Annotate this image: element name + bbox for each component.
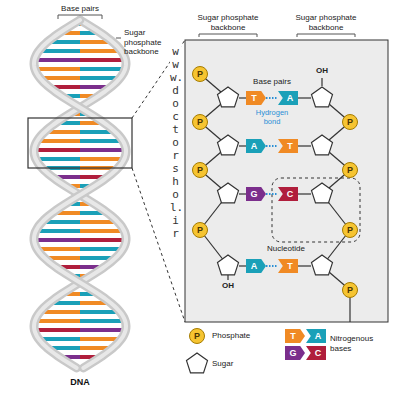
sugar-ring <box>312 255 333 275</box>
hydrogen-bond <box>266 265 278 267</box>
zoom-panel <box>185 40 388 322</box>
phosphate-letter: P <box>347 286 353 295</box>
phosphate-circle: P <box>192 66 208 82</box>
callout-label: Nucleotide <box>254 244 318 254</box>
zoom-box <box>28 118 132 168</box>
hydrogen-bond <box>266 193 278 195</box>
phosphate-circle: P <box>342 282 358 298</box>
legend-text: Phosphate <box>212 331 286 341</box>
nitrogenous-base: G <box>285 346 305 360</box>
phosphate-letter: P <box>194 332 200 341</box>
sugar-ring <box>312 87 333 107</box>
phosphate-letter: P <box>197 70 203 79</box>
base-link <box>298 265 311 266</box>
base-letter: C <box>315 349 322 358</box>
phosphate-letter: P <box>347 166 353 175</box>
helix-strand <box>34 20 126 368</box>
heading-label: Sugar phosphate backbone <box>195 13 261 32</box>
base-letter: T <box>287 262 293 271</box>
nitrogenous-base: C <box>306 346 326 360</box>
base-pair-rung <box>36 229 80 233</box>
end-label: OH <box>216 281 240 291</box>
base-letter: A <box>287 94 294 103</box>
sugar-symbol <box>187 353 208 373</box>
phosphate-letter: P <box>347 118 353 127</box>
base-pair-rung <box>80 58 126 62</box>
base-pair-rung <box>80 328 126 332</box>
nucleotide-box <box>272 178 360 242</box>
base-pair-rung <box>80 319 125 323</box>
callout-label: Base pairs <box>241 77 303 87</box>
base-link <box>239 193 246 194</box>
base-link <box>298 97 311 98</box>
base-link <box>239 265 246 266</box>
legend-text: Nitrogenous bases <box>330 334 392 353</box>
bracket <box>297 34 355 37</box>
nitrogenous-base: A <box>306 329 326 343</box>
callout-label: Hydrogen bond <box>250 108 294 126</box>
base-letter: T <box>287 142 293 151</box>
base-pair-rung <box>80 238 126 242</box>
phosphate-circle: P <box>189 328 205 344</box>
helix-strand <box>34 20 126 368</box>
base-letter: T <box>290 332 296 341</box>
hydrogen-bond <box>266 97 278 99</box>
phosphate-circle: P <box>192 222 208 238</box>
backbone <box>200 74 350 322</box>
sugar-ring <box>218 135 239 155</box>
base-pair-rung <box>34 328 80 332</box>
base-pair-rung <box>80 67 125 71</box>
bracket <box>199 34 257 37</box>
base-pair-rung <box>80 229 124 233</box>
base-letter: A <box>251 142 258 151</box>
phosphate-letter: P <box>197 166 203 175</box>
base-link <box>298 145 311 146</box>
base-link <box>239 145 246 146</box>
legend-text: Sugar <box>212 359 286 369</box>
phosphate-circle: P <box>342 114 358 130</box>
heading-label: Base pairs <box>50 4 110 14</box>
watermark: www.doctorshol.ir <box>170 46 181 241</box>
sugar-ring <box>312 135 333 155</box>
sugar-ring <box>218 255 239 275</box>
base-pair-rung <box>34 148 80 152</box>
bracket <box>58 15 102 19</box>
base-pair-rung <box>80 157 124 161</box>
phosphate-circle: P <box>342 162 358 178</box>
base-letter: G <box>289 349 296 358</box>
base-letter: C <box>287 190 294 199</box>
base-letter: A <box>315 332 322 341</box>
base-letter: T <box>251 94 257 103</box>
leader-line <box>116 38 121 39</box>
heading-label: Sugar phosphate backbone <box>293 13 359 32</box>
end-label: OH <box>310 66 334 76</box>
sugar-ring <box>218 87 239 107</box>
nitrogenous-base: T <box>285 329 305 343</box>
base-letter: G <box>250 190 257 199</box>
base-pair-rung <box>36 157 80 161</box>
phosphate-circle: P <box>192 162 208 178</box>
phosphate-circle: P <box>192 114 208 130</box>
title-label: DNA <box>50 377 110 388</box>
base-pair-rung <box>34 238 80 242</box>
helix-strand <box>34 20 126 368</box>
base-pair-rung <box>35 319 80 323</box>
base-link <box>298 193 311 194</box>
base-pair-rung <box>80 148 126 152</box>
base-letter: A <box>251 262 258 271</box>
callout-label: Sugar phosphate backbone <box>124 28 168 57</box>
helix-strand <box>34 20 126 368</box>
hydrogen-bond <box>266 145 278 147</box>
phosphate-circle: P <box>342 222 358 238</box>
phosphate-letter: P <box>197 118 203 127</box>
base-pair-rung <box>35 67 80 71</box>
phosphate-letter: P <box>197 226 203 235</box>
backbone-line <box>321 78 322 86</box>
sugar-ring <box>218 183 239 203</box>
phosphate-letter: P <box>347 226 353 235</box>
base-pair-rung <box>34 58 80 62</box>
dna-helix <box>34 20 126 368</box>
sugar-ring <box>312 183 333 203</box>
base-link <box>239 97 246 98</box>
